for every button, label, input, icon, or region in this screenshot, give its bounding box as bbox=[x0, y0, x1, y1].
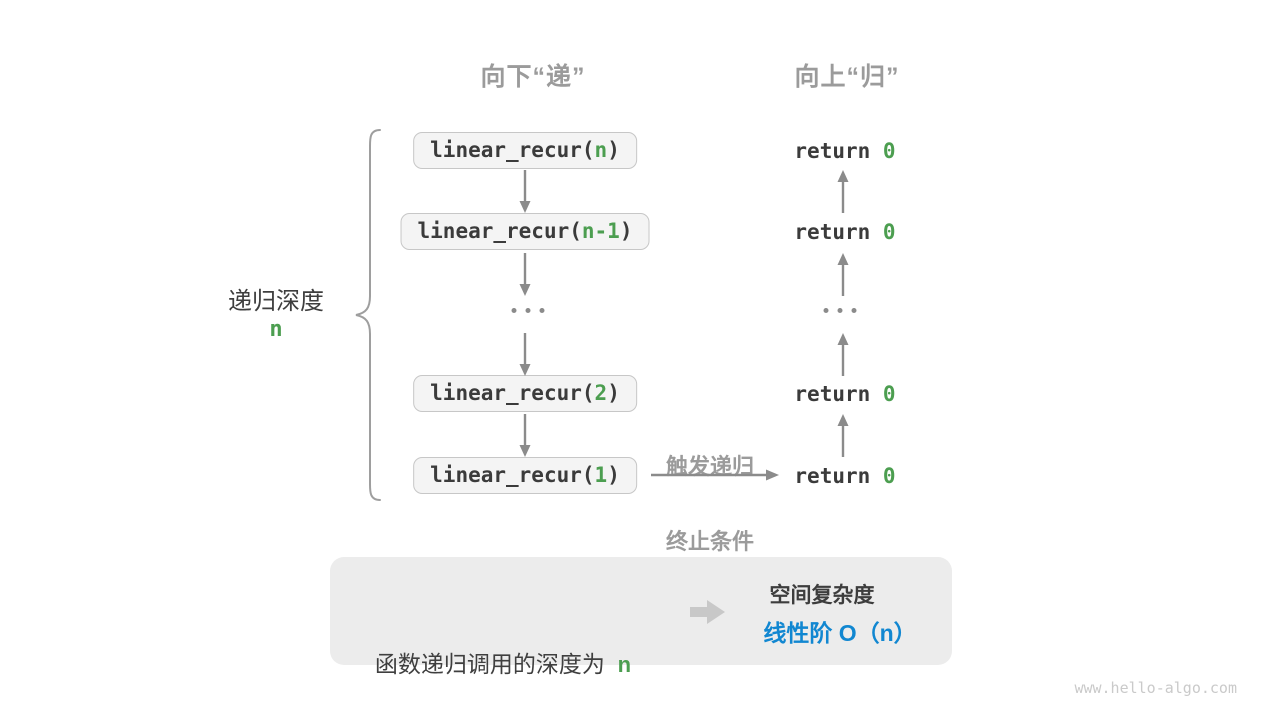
frame-text: linear_recur( bbox=[430, 381, 595, 405]
frame-arg: n-1 bbox=[581, 219, 620, 243]
arrow-down-icon bbox=[519, 170, 531, 213]
big-arrow-icon bbox=[690, 600, 725, 624]
call-stack-frame: linear_recur(2) bbox=[413, 375, 637, 412]
arrow-down-icon bbox=[519, 333, 531, 376]
watermark: www.hello-algo.com bbox=[1074, 679, 1237, 697]
call-stack-frame: linear_recur(n-1) bbox=[400, 213, 650, 250]
frame-text: ) bbox=[619, 219, 633, 243]
frame-arg: n bbox=[594, 138, 608, 162]
recursion-depth-value: n bbox=[269, 317, 283, 342]
return-statement: return 0 bbox=[794, 132, 895, 170]
summary-card bbox=[330, 557, 952, 665]
recursion-depth-label: 递归深度 bbox=[228, 288, 324, 315]
return-value: 0 bbox=[882, 220, 896, 244]
ellipsis-dots-left bbox=[511, 306, 545, 314]
frame-text: ) bbox=[607, 138, 620, 162]
summary-complexity: 线性阶 O（n） bbox=[763, 620, 917, 646]
call-stack-frame: linear_recur(n) bbox=[413, 132, 637, 169]
return-text: return bbox=[794, 220, 883, 244]
summary-depth-line: 函数递归调用的深度为 n bbox=[374, 651, 632, 677]
phase-label-return: 向上“归” bbox=[794, 63, 900, 91]
base-case-line2: 终止条件 bbox=[665, 529, 755, 554]
call-stack-frame: linear_recur(1) bbox=[413, 457, 637, 494]
arrow-up-icon bbox=[837, 253, 849, 296]
ellipsis-dots-right bbox=[823, 306, 857, 314]
arrow-right-icon bbox=[651, 469, 779, 481]
frame-arg: 2 bbox=[594, 381, 608, 405]
return-value: 0 bbox=[882, 382, 896, 406]
arrow-down-icon bbox=[519, 414, 531, 457]
summary-depth-n: n bbox=[617, 652, 632, 677]
arrow-up-icon bbox=[837, 170, 849, 213]
return-text: return bbox=[794, 139, 883, 163]
return-value: 0 bbox=[882, 464, 896, 488]
frame-text: ) bbox=[607, 463, 620, 487]
frame-text: linear_recur( bbox=[417, 219, 582, 243]
return-text: return bbox=[794, 464, 883, 488]
frame-text: linear_recur( bbox=[430, 138, 595, 162]
summary-text-block: 函数递归调用的深度为 n 共使用 O（n） 的栈帧空间 bbox=[366, 572, 640, 720]
arrow-up-icon bbox=[837, 333, 849, 376]
return-value: 0 bbox=[882, 139, 896, 163]
phase-label-descend: 向下“递” bbox=[480, 63, 586, 91]
frame-text: ) bbox=[607, 381, 620, 405]
return-statement: return 0 bbox=[794, 457, 895, 495]
summary-title: 空间复杂度 bbox=[769, 584, 875, 607]
arrow-up-icon bbox=[837, 414, 849, 457]
return-statement: return 0 bbox=[794, 213, 895, 251]
return-text: return bbox=[794, 382, 883, 406]
frame-text: linear_recur( bbox=[430, 463, 595, 487]
depth-brace bbox=[355, 129, 381, 501]
frame-arg: 1 bbox=[594, 463, 608, 487]
return-statement: return 0 bbox=[794, 375, 895, 413]
arrow-down-icon bbox=[519, 253, 531, 296]
